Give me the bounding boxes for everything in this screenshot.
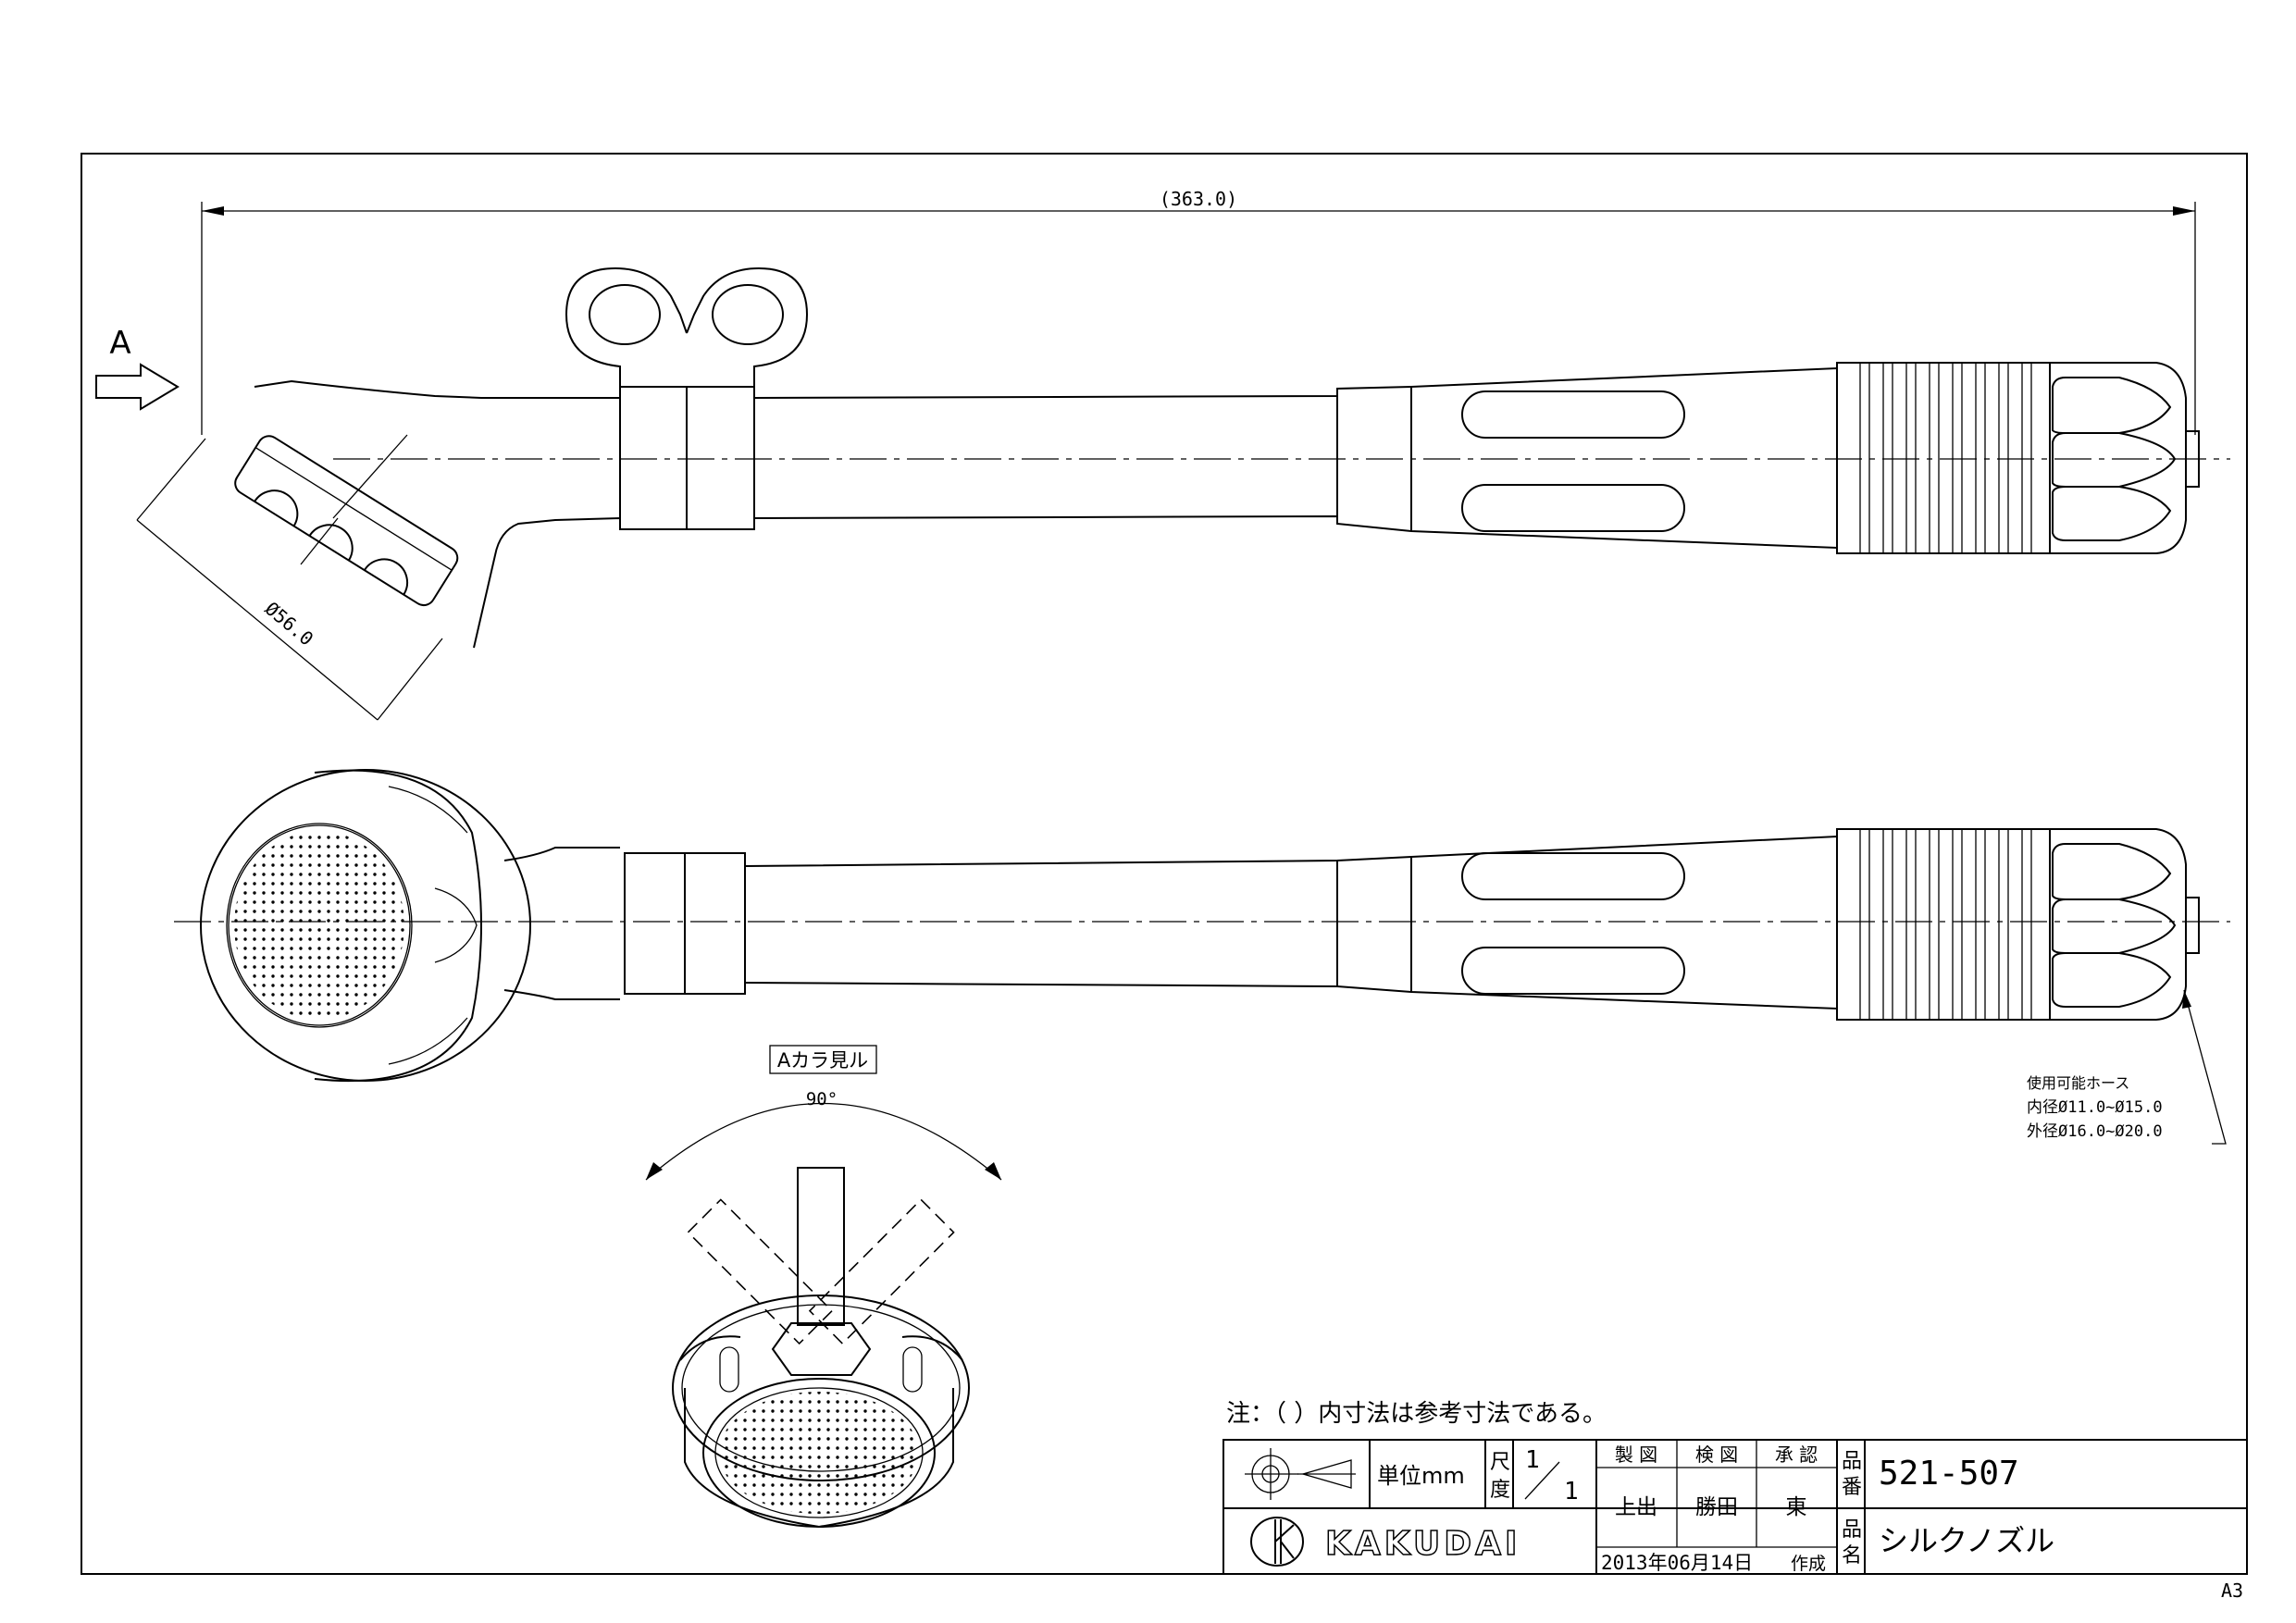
grip-slot xyxy=(1461,390,1685,439)
handle-outline-side xyxy=(254,366,1838,649)
part-no-label-1: 品 xyxy=(1842,1450,1862,1473)
scale-denominator: 1 xyxy=(1564,1478,1579,1505)
handle-outline-top xyxy=(744,835,1838,1010)
paper-size-label: A3 xyxy=(2221,1580,2243,1602)
view-a: Aカラ見ル 90° xyxy=(645,1045,1002,1529)
title-block: 単位mm 尺 度 1 1 製 図 検 図 承 認 上出 勝田 東 品 番 521… xyxy=(1222,1439,2248,1575)
grip-slot xyxy=(1461,852,1685,900)
part-number: 521-507 xyxy=(1879,1455,2019,1493)
header-checked: 検 図 xyxy=(1695,1443,1738,1466)
spray-face-holes xyxy=(234,831,404,1020)
ribbed-coupling-side xyxy=(1836,362,2051,554)
angle-label: 90° xyxy=(806,1089,838,1109)
drawing-frame xyxy=(81,153,2248,1575)
view-a-spray-face xyxy=(719,1392,919,1514)
scale-numerator: 1 xyxy=(1525,1446,1540,1474)
kakudai-logo: KAKUDAI xyxy=(1250,1517,1520,1567)
view-a-arrow xyxy=(95,363,180,411)
hose-note-title: 使用可能ホース xyxy=(2027,1074,2129,1092)
part-name-label-2: 名 xyxy=(1842,1544,1862,1567)
top-view: 使用可能ホース 内径Ø11.0~Ø15.0 外径Ø16.0~Ø20.0 xyxy=(174,769,2230,1145)
ribbed-coupling-top xyxy=(1836,828,2051,1021)
name-checked: 勝田 xyxy=(1695,1495,1738,1519)
hose-note-outer: 外径Ø16.0~Ø20.0 xyxy=(2027,1122,2163,1141)
creation-date-suffix: 作成 xyxy=(1791,1554,1826,1574)
hanger-ring-clip xyxy=(565,266,809,530)
third-angle-projection-symbol xyxy=(1245,1448,1356,1500)
name-approved: 東 xyxy=(1786,1495,1807,1519)
view-a-caption-box xyxy=(769,1045,877,1074)
angle-arc xyxy=(645,1102,1002,1181)
reference-dimension-note: 注：（ ）内寸法は参考寸法である。 xyxy=(1226,1400,1607,1428)
view-a-caption: Aカラ見ル xyxy=(777,1049,868,1072)
spray-head-side xyxy=(234,435,459,607)
part-no-label-2: 番 xyxy=(1842,1476,1862,1499)
hose-nut-side xyxy=(2049,362,2200,554)
overall-dimension-label: (363.0) xyxy=(1160,188,1237,210)
scale-label-1: 尺 xyxy=(1490,1451,1510,1474)
creation-date: 2013年06月14日 xyxy=(1601,1552,1753,1574)
grip-slot xyxy=(1461,947,1685,995)
header-approved: 承 認 xyxy=(1775,1443,1818,1466)
diameter-dimension-line xyxy=(136,519,379,721)
diameter-dimension-label: Ø56.0 xyxy=(261,597,318,650)
part-name-label-1: 品 xyxy=(1842,1518,1862,1542)
hose-note-inner: 内径Ø11.0~Ø15.0 xyxy=(2027,1098,2163,1117)
scale-label-2: 度 xyxy=(1490,1479,1510,1502)
brand-name: KAKUDAI xyxy=(1325,1525,1520,1563)
header-drafted: 製 図 xyxy=(1615,1443,1657,1466)
hose-note-leader xyxy=(2183,989,2227,1145)
unit-label: 単位mm xyxy=(1377,1463,1465,1489)
hose-nut-top xyxy=(2049,828,2200,1021)
side-view: (363.0) A Ø56.0 xyxy=(95,188,2230,721)
grip-slot xyxy=(1461,484,1685,532)
part-name: シルクノズル xyxy=(1879,1523,2054,1558)
name-drafted: 上出 xyxy=(1615,1495,1657,1519)
view-a-letter: A xyxy=(109,325,130,362)
spray-head-top xyxy=(200,769,531,1083)
